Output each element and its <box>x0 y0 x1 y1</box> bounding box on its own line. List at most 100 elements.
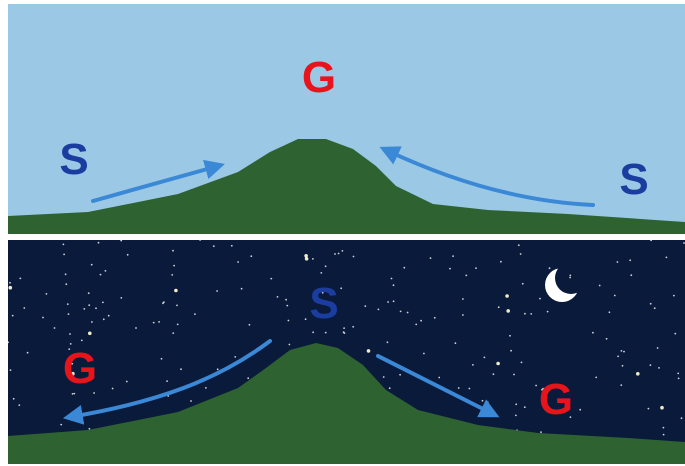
star <box>630 274 633 277</box>
star <box>420 319 422 322</box>
star <box>649 364 652 366</box>
star <box>237 261 240 263</box>
star <box>548 267 551 270</box>
star <box>620 384 623 386</box>
star <box>475 267 477 269</box>
star <box>171 274 174 276</box>
star <box>520 361 523 364</box>
star <box>399 373 401 376</box>
day-arrow-right-icon <box>379 146 595 207</box>
star <box>304 318 307 321</box>
star <box>248 323 251 326</box>
star <box>240 287 243 290</box>
moon-icon <box>545 268 579 302</box>
star <box>69 343 72 345</box>
day-right-label: S <box>619 155 648 204</box>
star <box>312 331 314 334</box>
day-left-label: S <box>59 135 88 184</box>
star <box>320 272 323 274</box>
star <box>158 321 161 323</box>
star <box>285 298 287 301</box>
star <box>390 277 393 280</box>
star <box>64 273 67 276</box>
star <box>80 339 83 342</box>
star <box>629 259 632 262</box>
night-left-label: G <box>63 344 97 393</box>
star <box>406 311 409 314</box>
star <box>160 357 163 360</box>
star <box>71 393 74 395</box>
star <box>415 323 418 326</box>
star <box>120 297 123 299</box>
star <box>19 277 22 280</box>
star <box>162 302 164 305</box>
star <box>104 270 107 272</box>
star <box>102 318 105 321</box>
star <box>69 333 71 335</box>
star <box>90 263 93 266</box>
star <box>492 373 495 376</box>
night-top-label: S <box>309 279 338 328</box>
star <box>366 349 371 353</box>
star <box>620 350 623 352</box>
star <box>598 284 601 287</box>
star <box>449 267 451 270</box>
star <box>680 417 683 420</box>
star <box>616 261 619 263</box>
star <box>304 257 309 261</box>
star <box>539 297 541 300</box>
star <box>546 310 549 313</box>
star <box>500 260 502 263</box>
star <box>71 362 74 365</box>
star <box>45 293 48 295</box>
star <box>8 285 13 290</box>
night-hill <box>8 343 685 464</box>
star <box>457 387 460 389</box>
star <box>321 291 324 294</box>
star <box>212 245 215 248</box>
day-arrow-left-icon <box>91 159 225 203</box>
star <box>483 356 486 359</box>
star <box>99 273 102 276</box>
star <box>481 399 484 402</box>
star <box>73 392 76 395</box>
star <box>617 355 619 358</box>
star <box>180 368 182 371</box>
star <box>230 244 233 247</box>
star <box>540 431 542 433</box>
star <box>91 321 93 323</box>
star <box>83 308 86 310</box>
star <box>382 376 385 378</box>
star <box>433 316 436 319</box>
star <box>174 288 178 293</box>
star <box>465 274 468 277</box>
star <box>388 387 391 390</box>
day-scene: G S S <box>8 4 685 234</box>
star <box>97 241 100 244</box>
star <box>65 283 68 286</box>
star <box>172 332 175 334</box>
star <box>172 249 174 252</box>
star <box>60 423 63 426</box>
star <box>595 376 598 379</box>
star <box>438 376 441 379</box>
star <box>683 242 685 244</box>
star <box>524 312 526 315</box>
star <box>176 304 178 307</box>
star <box>87 292 90 295</box>
star <box>542 387 544 390</box>
star <box>288 343 291 346</box>
star <box>18 404 21 406</box>
star <box>569 416 572 418</box>
star <box>377 308 380 311</box>
star <box>340 287 343 290</box>
star <box>613 294 616 297</box>
star <box>8 341 9 344</box>
star <box>199 240 201 241</box>
star <box>71 371 75 376</box>
star <box>496 361 500 366</box>
star <box>468 387 471 390</box>
star <box>364 305 367 307</box>
star <box>247 377 250 380</box>
star <box>324 265 327 268</box>
